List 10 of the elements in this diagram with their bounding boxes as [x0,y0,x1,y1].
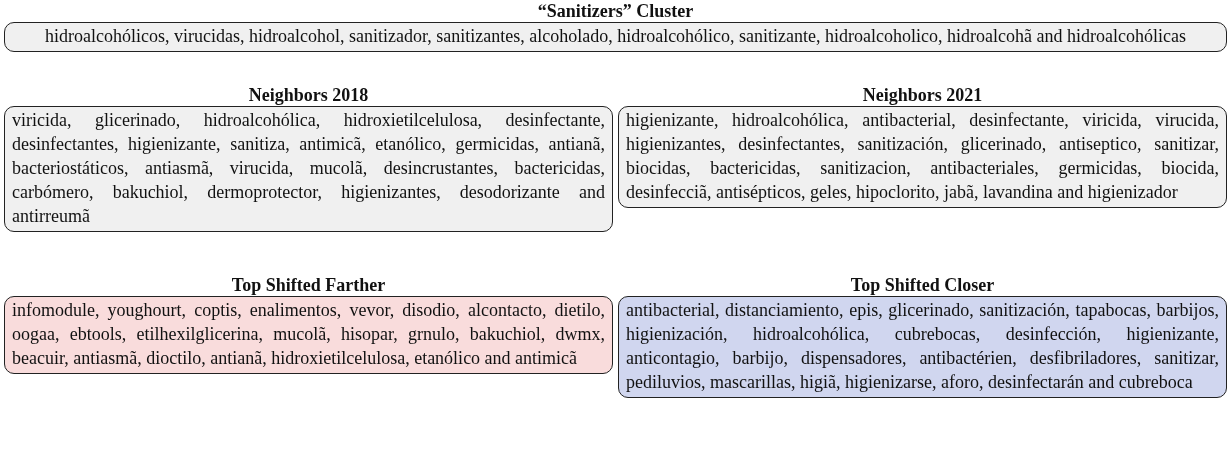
panel-heading: “Sanitizers” Cluster [536,0,695,22]
word-list-box: higienizante, hidroalcohólica, antibacterial, desinfectante, viricida, virucida, higienizantes, desinfectantes, sanitización, glicerinado, antiseptico, sanitizar, biocidas, bactericidas, sanitizacion, antibacteriales, germicidas, biocida, desinfecciã, antisépticos, geles, hipoclorito, jabã, lavandina and higienizador [618,106,1227,208]
word-list-box: hidroalcohólicos, virucidas, hidroalcohol, sanitizador, sanitizantes, alcoholado, hidroalcohólico, sanitizante, hidroalcoholico, hidroalcohã and hidroalcohólicas [4,22,1227,52]
panel-heading: Neighbors 2021 [861,84,984,106]
word-list-box: antibacterial, distanciamiento, epis, glicerinado, sanitización, tapabocas, barbijos, higienización, hidroalcohólica, cubrebocas, desinfección, higienizante, anticontagio, barbijo, dispensadores, antibactérien, desfibriladores, sanitizar, pediluvios, mascarillas, higiã, higienizarse, aforo, desinfectarán and cubreboca [618,296,1227,398]
panel-heading: Top Shifted Closer [849,274,996,296]
word-list-box: infomodule, youghourt, coptis, enalimentos, vevor, disodio, alcontacto, dietilo, oogaa, ebtools, etilhexilglicerina, mucolã, hisopar, grnulo, bakuchiol, dwmx, beacuir, antiasmã, dioctilo, antianã, hidroxietilcelulosa, etanólico and antimicã [4,296,613,374]
word-list-box: viricida, glicerinado, hidroalcohólica, hidroxietilcelulosa, desinfectante, desinfectantes, higienizante, sanitiza, antimicã, etanólico, germicidas, antianã, bacteriostáticos, antiasmã, virucida, mucolã, desincrustantes, bactericidas, carbómero, bakuchiol, dermoprotector, higienizantes, desodorizante and antirreumã [4,106,613,232]
panel-heading: Top Shifted Farther [230,274,387,296]
panel-heading: Neighbors 2018 [247,84,370,106]
